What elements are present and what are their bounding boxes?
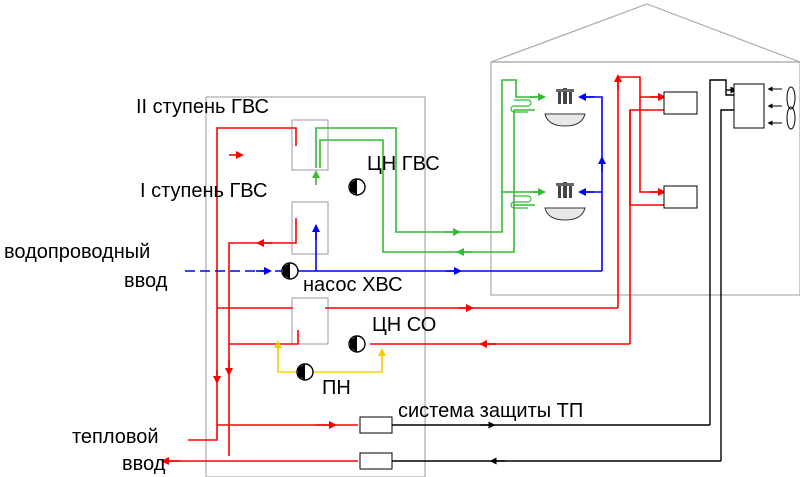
pump-cold-water-icon: [281, 262, 299, 280]
pump-mixing-icon: [296, 363, 314, 381]
equipment-boxes: [359, 83, 765, 470]
sink-lower-icon: [544, 182, 586, 221]
protection-arrows: [480, 86, 738, 465]
substation-frame: [205, 96, 426, 477]
label-circ-pump-dhw: ЦН ГВС: [367, 153, 440, 175]
sink-upper-icon: [544, 88, 586, 127]
building-walls: [490, 61, 800, 296]
exchanger-heating: [291, 297, 329, 345]
building-outline: [490, 3, 800, 296]
mixing-arrows: [274, 340, 386, 362]
towel-dryer-symbols: [510, 99, 532, 209]
label-stage1-dhw: I ступень ГВС: [140, 180, 267, 202]
label-water-supply-line1: водопроводный: [4, 241, 150, 263]
mixing-line: [277, 344, 383, 373]
pump-dhw-circ-icon: [348, 178, 366, 196]
exchanger-stage2-dhw: [291, 119, 329, 171]
exchanger-stage1-dhw: [291, 201, 329, 255]
label-stage2-dhw: II ступень ГВС: [136, 96, 269, 118]
airflow-arrows: [767, 86, 782, 126]
building-roof: [490, 3, 800, 63]
label-cold-water-pump: насос ХВС: [303, 274, 403, 296]
label-heat-input-line1: тепловой: [72, 426, 159, 448]
label-protection-system: система защиты ТП: [398, 400, 583, 422]
label-water-supply-line2: ввод: [124, 270, 168, 292]
cold-water-arrows: [256, 93, 606, 275]
protection-network: [392, 79, 734, 462]
dhw-arrows: [312, 93, 546, 256]
label-mixing-pump: ПН: [322, 377, 351, 399]
radiator-lower: [663, 185, 698, 209]
radiator-upper: [663, 91, 698, 115]
label-heat-input-line2: ввод: [122, 453, 166, 475]
air-heater-unit: [733, 83, 765, 129]
label-circ-pump-heating: ЦН СО: [372, 314, 436, 336]
pump-heating-circ-icon: [348, 335, 366, 353]
heat-exchangers: [291, 119, 329, 345]
hot-water-arrows: [161, 74, 666, 465]
protection-unit-supply: [359, 416, 393, 434]
fan-icon: [786, 86, 796, 130]
protection-unit-return: [359, 452, 393, 470]
